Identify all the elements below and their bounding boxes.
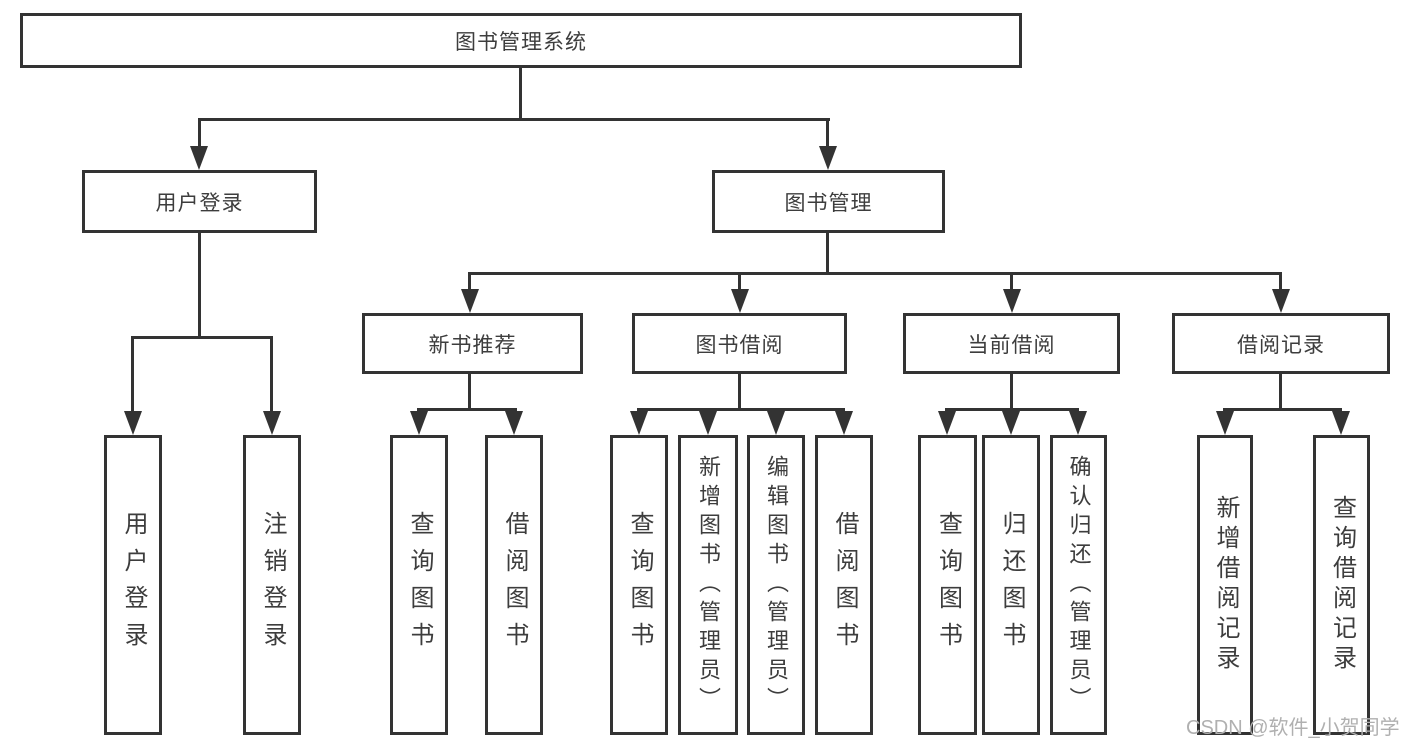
arrowhead-icon xyxy=(263,411,281,435)
leaf-logout: 注销登录 xyxy=(243,435,301,735)
connector-line xyxy=(1010,272,1013,292)
connector-line xyxy=(198,118,830,121)
leaf-label: 查询图书 xyxy=(626,511,653,659)
connector-line xyxy=(1279,272,1282,292)
arrowhead-icon xyxy=(410,411,428,435)
arrowhead-icon xyxy=(938,411,956,435)
connector-line xyxy=(468,374,471,408)
arrowhead-icon xyxy=(124,411,142,435)
arrowhead-icon xyxy=(461,289,479,313)
leaf-label: 查询图书 xyxy=(934,511,962,659)
leaf-label: 用户登录 xyxy=(120,511,147,659)
leaf-label: 新增图书（管理员） xyxy=(696,454,721,716)
node-label: 当前借阅 xyxy=(967,333,1056,357)
node-user-login: 用户登录 xyxy=(82,170,317,233)
connector-line xyxy=(738,272,741,292)
arrowhead-icon xyxy=(767,411,785,435)
node-library-management-system: 图书管理系统 xyxy=(20,13,1022,68)
leaf-label: 确认归还（管理员） xyxy=(1066,454,1092,716)
connector-line xyxy=(131,336,272,339)
node-label: 新书推荐 xyxy=(428,333,517,357)
leaf-query-borrow-record: 查询借阅记录 xyxy=(1313,435,1370,735)
leaf-current-query-books: 查询图书 xyxy=(918,435,977,735)
leaf-add-borrow-record: 新增借阅记录 xyxy=(1197,435,1253,735)
arrowhead-icon xyxy=(835,411,853,435)
arrowhead-icon xyxy=(505,411,523,435)
arrowhead-icon xyxy=(1069,411,1087,435)
arrowhead-icon xyxy=(699,411,717,435)
arrowhead-icon xyxy=(1272,289,1290,313)
connector-line xyxy=(417,408,517,411)
connector-line xyxy=(468,272,471,292)
node-label: 图书管理系统 xyxy=(455,30,587,54)
connector-line xyxy=(738,374,741,408)
leaf-label: 查询借阅记录 xyxy=(1328,495,1356,675)
connector-line xyxy=(1010,374,1013,408)
arrowhead-icon xyxy=(1332,411,1350,435)
leaf-borrow-query-books: 查询图书 xyxy=(610,435,668,735)
node-book-borrow: 图书借阅 xyxy=(632,313,847,374)
arrowhead-icon xyxy=(1003,289,1021,313)
node-label: 图书管理 xyxy=(784,191,873,215)
csdn-watermark: CSDN @软件_小贺同学 xyxy=(1186,717,1400,739)
leaf-label: 编辑图书（管理员） xyxy=(764,454,789,716)
connector-line xyxy=(826,118,829,150)
connector-line xyxy=(468,272,1282,275)
connector-line xyxy=(637,408,845,411)
arrowhead-icon xyxy=(630,411,648,435)
leaf-newbook-borrow-books: 借阅图书 xyxy=(485,435,543,735)
arrowhead-icon xyxy=(819,146,837,170)
node-current-borrow: 当前借阅 xyxy=(903,313,1120,374)
leaf-borrow-books: 借阅图书 xyxy=(815,435,873,735)
arrowhead-icon xyxy=(1216,411,1234,435)
node-borrow-records: 借阅记录 xyxy=(1172,313,1390,374)
leaf-confirm-return-admin: 确认归还（管理员） xyxy=(1050,435,1107,735)
connector-line xyxy=(519,68,522,118)
arrowhead-icon xyxy=(190,146,208,170)
connector-line xyxy=(198,233,201,336)
arrowhead-icon xyxy=(731,289,749,313)
node-label: 借阅记录 xyxy=(1237,333,1325,357)
node-label: 图书借阅 xyxy=(695,333,784,357)
leaf-label: 借阅图书 xyxy=(831,511,858,659)
leaf-label: 借阅图书 xyxy=(501,511,528,659)
connector-line xyxy=(270,336,273,414)
leaf-return-books: 归还图书 xyxy=(982,435,1040,735)
connector-line xyxy=(1279,374,1282,408)
node-label: 用户登录 xyxy=(155,191,244,215)
leaf-user-login: 用户登录 xyxy=(104,435,162,735)
leaf-label: 归还图书 xyxy=(998,511,1025,659)
connector-line xyxy=(826,233,829,272)
leaf-newbook-query-books: 查询图书 xyxy=(390,435,448,735)
leaf-label: 查询图书 xyxy=(406,511,433,659)
connector-line xyxy=(1223,408,1341,411)
leaf-edit-book-admin: 编辑图书（管理员） xyxy=(747,435,805,735)
leaf-label: 注销登录 xyxy=(259,511,286,659)
arrowhead-icon xyxy=(1002,411,1020,435)
leaf-add-book-admin: 新增图书（管理员） xyxy=(678,435,738,735)
node-book-management: 图书管理 xyxy=(712,170,945,233)
connector-line xyxy=(131,336,134,414)
connector-line xyxy=(198,118,201,150)
leaf-label: 新增借阅记录 xyxy=(1212,495,1239,675)
node-new-book-recommend: 新书推荐 xyxy=(362,313,583,374)
